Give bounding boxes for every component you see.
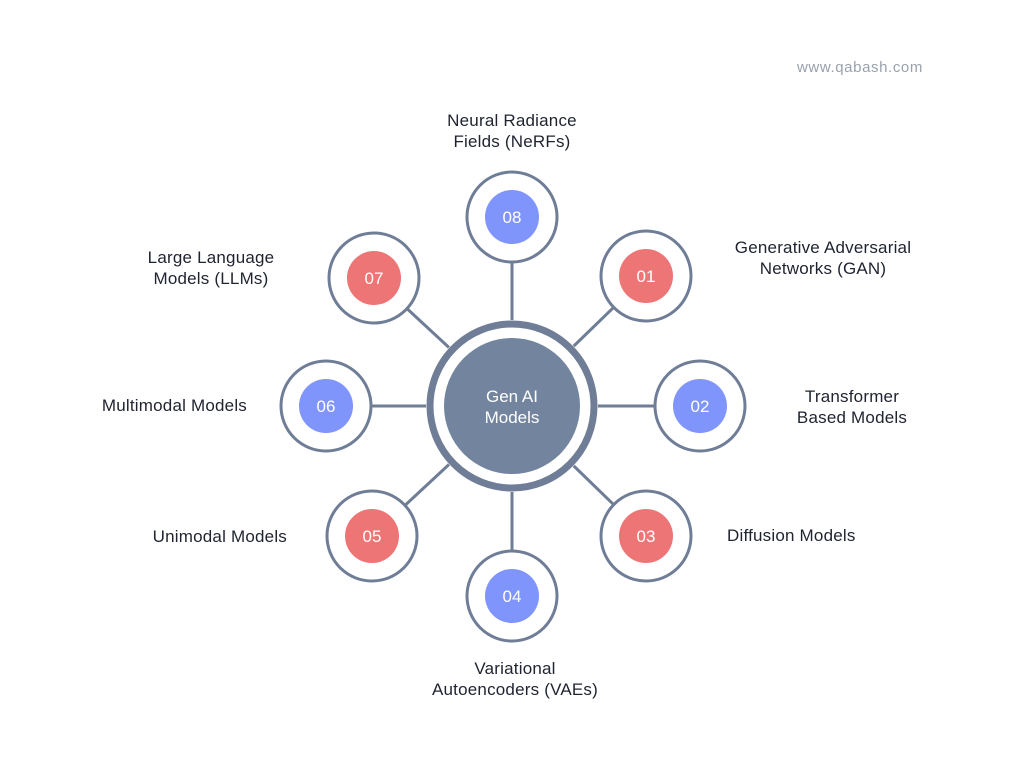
nodes: 01 02 03 04 05 06 07 08 xyxy=(279,170,747,643)
node-01: 01 xyxy=(599,229,693,323)
node-disc-03 xyxy=(619,509,673,563)
node-label-line: Multimodal Models xyxy=(101,396,247,415)
node-disc-01 xyxy=(619,249,673,303)
node-number-04: 04 xyxy=(503,587,522,606)
node-05: 05 xyxy=(325,489,419,583)
node-04: 04 xyxy=(465,549,559,643)
connector-07 xyxy=(405,307,450,349)
node-number-05: 05 xyxy=(363,527,382,546)
node-label-03: Diffusion Models xyxy=(727,525,856,546)
node-label-line: Autoencoders (VAEs) xyxy=(431,680,599,699)
node-number-06: 06 xyxy=(317,397,336,416)
node-disc-05 xyxy=(345,509,399,563)
node-label-line: Unimodal Models xyxy=(152,527,287,546)
center-label-line1: Gen AI xyxy=(486,387,538,406)
node-disc-08 xyxy=(485,190,539,244)
center-hub: Gen AI Models xyxy=(426,320,598,492)
connector-01 xyxy=(572,306,615,348)
node-number-01: 01 xyxy=(637,267,656,286)
connector-05 xyxy=(403,463,451,507)
node-disc-02 xyxy=(673,379,727,433)
node-label-line: Large Language xyxy=(147,248,275,267)
node-07: 07 xyxy=(327,231,421,325)
node-label-05: Unimodal Models xyxy=(153,526,287,547)
node-06: 06 xyxy=(279,359,373,453)
node-number-08: 08 xyxy=(503,208,522,227)
node-label-line: Based Models xyxy=(796,408,908,427)
center-label-line2: Models xyxy=(485,408,540,427)
node-disc-06 xyxy=(299,379,353,433)
node-number-03: 03 xyxy=(637,527,656,546)
node-number-07: 07 xyxy=(365,269,384,288)
node-number-02: 02 xyxy=(691,397,710,416)
node-03: 03 xyxy=(599,489,693,583)
node-02: 02 xyxy=(653,359,747,453)
node-label-line: Neural Radiance xyxy=(447,111,577,130)
node-label-line: Fields (NeRFs) xyxy=(453,132,571,151)
node-label-06: Multimodal Models xyxy=(102,395,247,416)
watermark-text: www.qabash.com xyxy=(797,59,923,76)
node-label-line: Transformer xyxy=(804,387,900,406)
node-label-line: Models (LLMs) xyxy=(153,269,269,288)
node-disc-04 xyxy=(485,569,539,623)
connector-03 xyxy=(572,464,615,506)
node-label-line: Generative Adversarial xyxy=(734,238,912,257)
node-08: 08 xyxy=(465,170,559,264)
center-disc xyxy=(444,338,580,474)
node-label-line: Networks (GAN) xyxy=(759,259,887,278)
node-disc-07 xyxy=(347,251,401,305)
node-label-line: Variational xyxy=(474,659,556,678)
node-label-line: Diffusion Models xyxy=(727,526,856,545)
connectors xyxy=(371,262,655,551)
